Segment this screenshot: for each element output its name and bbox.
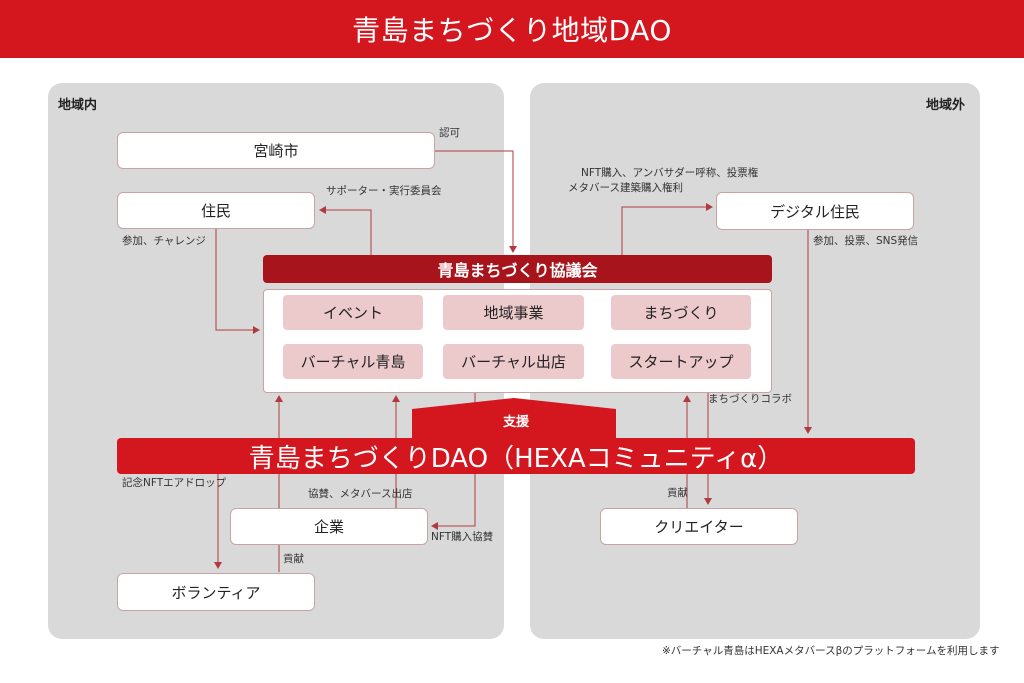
node-creators: クリエイター: [600, 508, 798, 545]
council-item-startup: スタートアップ: [611, 344, 751, 379]
label-contribution-creator: 貢献: [667, 487, 688, 499]
node-companies: 企業: [230, 508, 428, 545]
label-nft-purchase-1: NFT購入、アンバサダー呼称、投票権: [581, 167, 759, 179]
panel-inside-label: 地域内: [58, 98, 98, 113]
title-banner: 青島まちづくり地域DAO: [0, 0, 1024, 58]
label-commemorative-nft: 記念NFTエアドロップ: [122, 477, 227, 489]
line-supporters: [319, 206, 372, 255]
label-approval: 認可: [439, 127, 460, 139]
support-arrow-shape: [412, 398, 616, 438]
label-contribution-company: 貢献: [283, 553, 304, 565]
council-item-town-planning: まちづくり: [611, 295, 751, 330]
footnote: ※バーチャル青島はHEXAメタバースβのプラットフォームを利用します: [662, 645, 1000, 657]
council-title: 青島まちづくり協議会: [263, 255, 772, 283]
label-nft-purchase-2: メタバース建築購入権利: [568, 182, 683, 194]
panel-outside-label: 地域外: [926, 98, 966, 113]
support-label: 支援: [503, 415, 530, 430]
line-nft-purchase: [621, 203, 713, 255]
label-sponsorship: 協賛、メタバース出店: [308, 488, 413, 500]
label-collab: まちづくりコラボ: [708, 393, 792, 405]
label-supporters: サポーター・実行委員会: [326, 185, 442, 197]
node-digital-residents: デジタル住民: [716, 192, 914, 230]
page-title: 青島まちづくり地域DAO: [352, 14, 672, 47]
council-item-regional-business: 地域事業: [443, 295, 584, 330]
line-approval: [435, 150, 517, 253]
council-item-event: イベント: [283, 295, 423, 330]
label-digital-actions: 参加、投票、SNS発信: [813, 235, 919, 247]
node-miyazaki: 宮崎市: [117, 132, 435, 169]
node-volunteers: ボランティア: [117, 573, 315, 611]
label-participate: 参加、チャレンジ: [122, 235, 206, 247]
label-nft-sponsor: NFT購入協賛: [431, 531, 494, 543]
council-item-virtual-aoshima: バーチャル青島: [283, 344, 423, 379]
line-participate: [215, 229, 260, 334]
node-residents: 住民: [117, 192, 315, 229]
council-item-virtual-store: バーチャル出店: [443, 344, 584, 379]
dao-bar: 青島まちづくりDAO（HEXAコミュニティα）: [117, 438, 915, 474]
